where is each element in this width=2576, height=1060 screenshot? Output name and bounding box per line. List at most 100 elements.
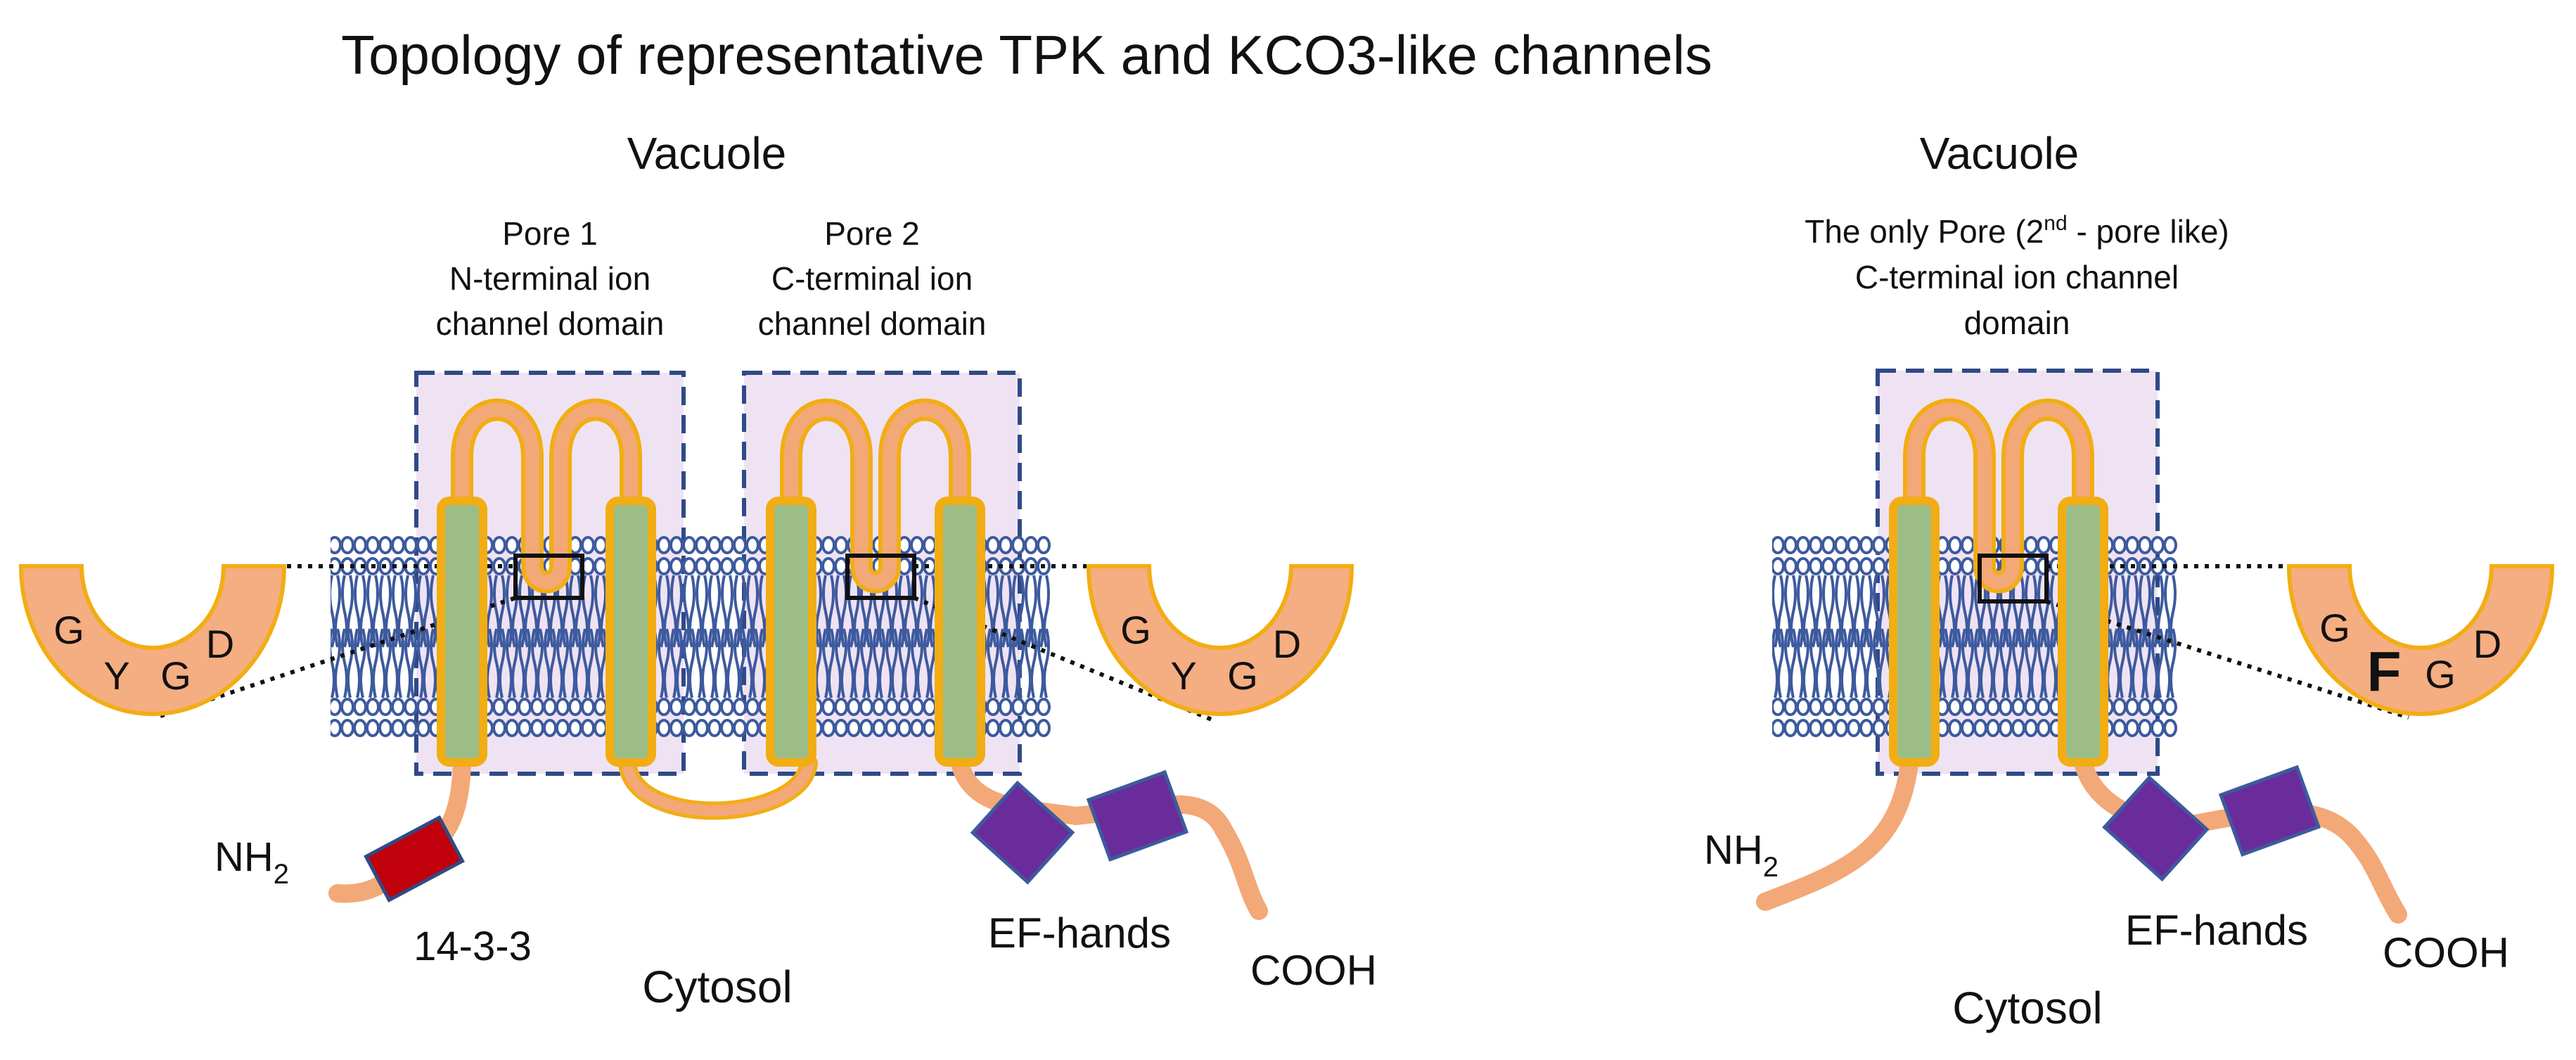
left-lipid-head xyxy=(669,536,684,554)
pore1-label-line3: channel domain xyxy=(436,305,665,342)
right-lipid-head xyxy=(1973,719,1987,737)
motif-c-g1: G xyxy=(2319,606,2350,650)
right-lipid-tail xyxy=(2139,628,2151,698)
right-lipid-tail xyxy=(1809,628,1822,698)
right-lipid-head xyxy=(1961,557,1975,575)
left-lipid-head xyxy=(999,536,1013,554)
left-lipid-head xyxy=(834,698,848,716)
left-lipid-tail xyxy=(708,575,721,648)
left-lipid-tail xyxy=(898,575,911,648)
right-lipid-tail xyxy=(2025,575,2037,648)
left-lipid-head xyxy=(340,698,354,716)
left-lipid-head xyxy=(885,719,899,737)
left-lipid-head xyxy=(543,719,557,737)
left-lipid-head xyxy=(720,536,734,554)
right-lipid-head xyxy=(1872,557,1886,575)
left-vacuole-label: Vacuole xyxy=(627,128,787,179)
left-lipid-head xyxy=(568,698,582,716)
pore2-helix-2 xyxy=(935,497,985,767)
right-lipid-head xyxy=(1859,557,1873,575)
left-lipid-head xyxy=(1037,719,1051,737)
left-lipid-head xyxy=(1037,536,1051,554)
left-lipid-head xyxy=(821,698,835,716)
left-lipid-tail xyxy=(569,575,582,648)
left-lipid-head xyxy=(492,536,506,554)
left-lipid-head xyxy=(745,557,760,575)
left-lipid-head xyxy=(695,698,709,716)
right-lipid-head xyxy=(1973,698,1987,716)
right-c-terminus-label: COOH xyxy=(2383,929,2509,976)
left-lipid-head xyxy=(353,698,367,716)
right-lipid-head xyxy=(1809,536,1823,554)
left-lipid-head xyxy=(353,719,367,737)
right-lipid-tail xyxy=(1772,628,1784,698)
left-lipid-head xyxy=(492,698,506,716)
right-lipid-head xyxy=(1859,719,1873,737)
left-lipid-tail xyxy=(860,628,873,698)
motif-c-g2: G xyxy=(2425,652,2456,696)
inter-pore-linker-core xyxy=(622,758,814,817)
left-lipid-tail xyxy=(822,575,835,648)
right-lipid-head xyxy=(1948,557,1962,575)
pore1-helix-1 xyxy=(437,497,487,767)
left-cytosol-label: Cytosol xyxy=(642,962,792,1012)
right-lipid-tail xyxy=(2012,628,2025,698)
pore1-selectivity-filter-box xyxy=(513,554,584,600)
right-lipid-tail xyxy=(2025,628,2037,698)
right-lipid-head xyxy=(1872,698,1886,716)
left-lipid-tail xyxy=(987,628,999,698)
left-lipid-head xyxy=(859,698,873,716)
right-lipid-tail xyxy=(2113,628,2126,698)
left-lipid-head xyxy=(859,719,873,737)
right-lipid-tail xyxy=(1974,628,1987,698)
right-lipid-head xyxy=(1948,698,1962,716)
right-lipid-tail xyxy=(1860,575,1873,648)
left-lipid-head xyxy=(834,719,848,737)
left-lipid-head xyxy=(733,557,747,575)
left-lipid-head xyxy=(340,536,354,554)
left-lipid-tail xyxy=(733,628,746,698)
left-lipid-head xyxy=(872,698,886,716)
left-lipid-head xyxy=(378,536,392,554)
left-lipid-tail xyxy=(1037,575,1050,648)
left-lipid-head xyxy=(695,536,709,554)
pore2-label-line2: C-terminal ion xyxy=(771,260,973,297)
motif-b-y: Y xyxy=(1170,653,1196,698)
right-lipid-tail xyxy=(2164,575,2177,648)
right-lipid-head xyxy=(1847,698,1861,716)
left-lipid-head xyxy=(834,536,848,554)
single-pore-loop-core xyxy=(1907,402,2090,589)
left-lipid-head xyxy=(834,557,848,575)
pore1-label-line1: Pore 1 xyxy=(502,215,598,252)
left-lipid-tail xyxy=(1025,575,1037,648)
left-lipid-head xyxy=(366,698,380,716)
right-lipid-tail xyxy=(1949,575,1961,648)
left-lipid-head xyxy=(378,719,392,737)
pore1-loop-left-core xyxy=(455,402,638,589)
right-lipid-tail xyxy=(1987,628,1999,698)
left-lipid-tail xyxy=(331,575,341,648)
right-lipid-tail xyxy=(1860,628,1873,698)
right-lipid-head xyxy=(2163,719,2177,737)
left-lipid-tail xyxy=(658,628,670,698)
left-lipid-head xyxy=(657,557,671,575)
left-lipid-head xyxy=(340,719,354,737)
motif-c-f: F xyxy=(2367,640,2402,703)
right-lipid-tail xyxy=(1797,628,1809,698)
right-lipid-head xyxy=(1847,557,1861,575)
left-lipid-tail xyxy=(404,575,417,648)
left-lipid-tail xyxy=(544,628,556,698)
left-lipid-head xyxy=(745,698,760,716)
right-lipid-tail xyxy=(2151,628,2164,698)
left-lipid-head xyxy=(897,698,911,716)
right-lipid-head xyxy=(1961,536,1975,554)
left-lipid-head xyxy=(518,698,532,716)
right-lipid-tail xyxy=(2139,575,2151,648)
left-lipid-tail xyxy=(683,575,696,648)
right-lipid-head xyxy=(1821,557,1835,575)
right-lipid-tail xyxy=(2126,628,2139,698)
left-lipid-head xyxy=(530,719,544,737)
right-lipid-head xyxy=(1834,698,1848,716)
left-lipid-tail xyxy=(341,628,354,698)
